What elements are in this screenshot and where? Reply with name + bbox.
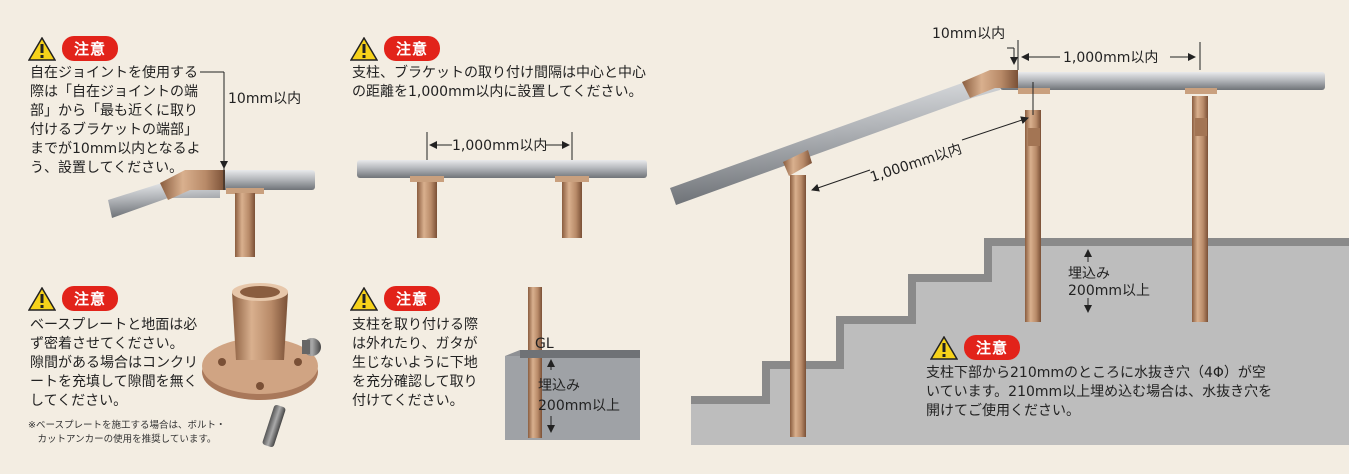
panel2-text: 支柱、ブラケットの取り付け間隔は中心と中心 の距離を1,000mm以内に設置して… bbox=[352, 65, 646, 100]
panel3-illustration bbox=[202, 283, 321, 448]
panel4-embed-label-2: 200mm以上 bbox=[538, 398, 620, 414]
caution-badge-2: 注意 bbox=[350, 36, 441, 61]
caution-label: 注意 bbox=[384, 36, 441, 61]
panel4-text: 支柱を取り付ける際 は外れたり、ガタが 生じないように下地 を充分確認して取り … bbox=[352, 317, 478, 409]
warning-icon bbox=[28, 36, 56, 61]
panel1-text: 自在ジョイントを使用する 際は「自在ジョイントの端 部」から「最も近くに取り 付… bbox=[30, 65, 201, 176]
panel5-dim-top-right: 1,000mm以内 bbox=[1063, 50, 1158, 66]
caution-badge-3: 注意 bbox=[28, 286, 119, 311]
caution-label: 注意 bbox=[964, 335, 1021, 360]
panel4-illustration: GL 埋込み 200mm以上 bbox=[505, 287, 640, 440]
panel5-dim-top-left: 10mm以内 bbox=[932, 26, 1005, 42]
panel2-dim-label: 1,000mm以内 bbox=[452, 138, 547, 154]
panel5-embed-label-2: 200mm以上 bbox=[1068, 283, 1150, 299]
warning-icon bbox=[930, 335, 958, 360]
panel3-footnote: ※ベースプレートを施工する場合は、ボルト・ カットアンカーの使用を推奨しています… bbox=[28, 420, 226, 445]
panel3-text: ベースプレートと地面は必 ず密着させてください。 隙間がある場合はコンクリ ート… bbox=[30, 317, 198, 409]
caution-badge-4: 注意 bbox=[350, 286, 441, 311]
panel4-embed-label-1: 埋込み bbox=[538, 378, 580, 394]
panel1-illustration: 10mm以内 bbox=[108, 71, 315, 257]
panel5-embed-label-1: 埋込み bbox=[1068, 266, 1110, 282]
panel1-dim-label: 10mm以内 bbox=[228, 91, 301, 107]
caution-badge-5: 注意 bbox=[930, 335, 1021, 360]
warning-icon bbox=[350, 36, 378, 61]
panel5-illustration: 10mm以内 1,000mm以内 1,000mm以内 埋込み 200mm以上 bbox=[670, 26, 1349, 445]
panel5-dim-diag: 1,000mm以内 bbox=[868, 141, 964, 186]
caution-label: 注意 bbox=[62, 286, 119, 311]
panel2-illustration: 1,000mm以内 bbox=[357, 132, 647, 238]
panel4-gl-label: GL bbox=[535, 336, 554, 352]
warning-icon bbox=[28, 286, 56, 311]
caution-badge-1: 注意 bbox=[28, 36, 119, 61]
caution-label: 注意 bbox=[384, 286, 441, 311]
caution-label: 注意 bbox=[62, 36, 119, 61]
panel5-text: 支柱下部から210mmのところに水抜き穴（4Φ）が空 いています。210mm以上… bbox=[926, 365, 1273, 419]
warning-icon bbox=[350, 286, 378, 311]
